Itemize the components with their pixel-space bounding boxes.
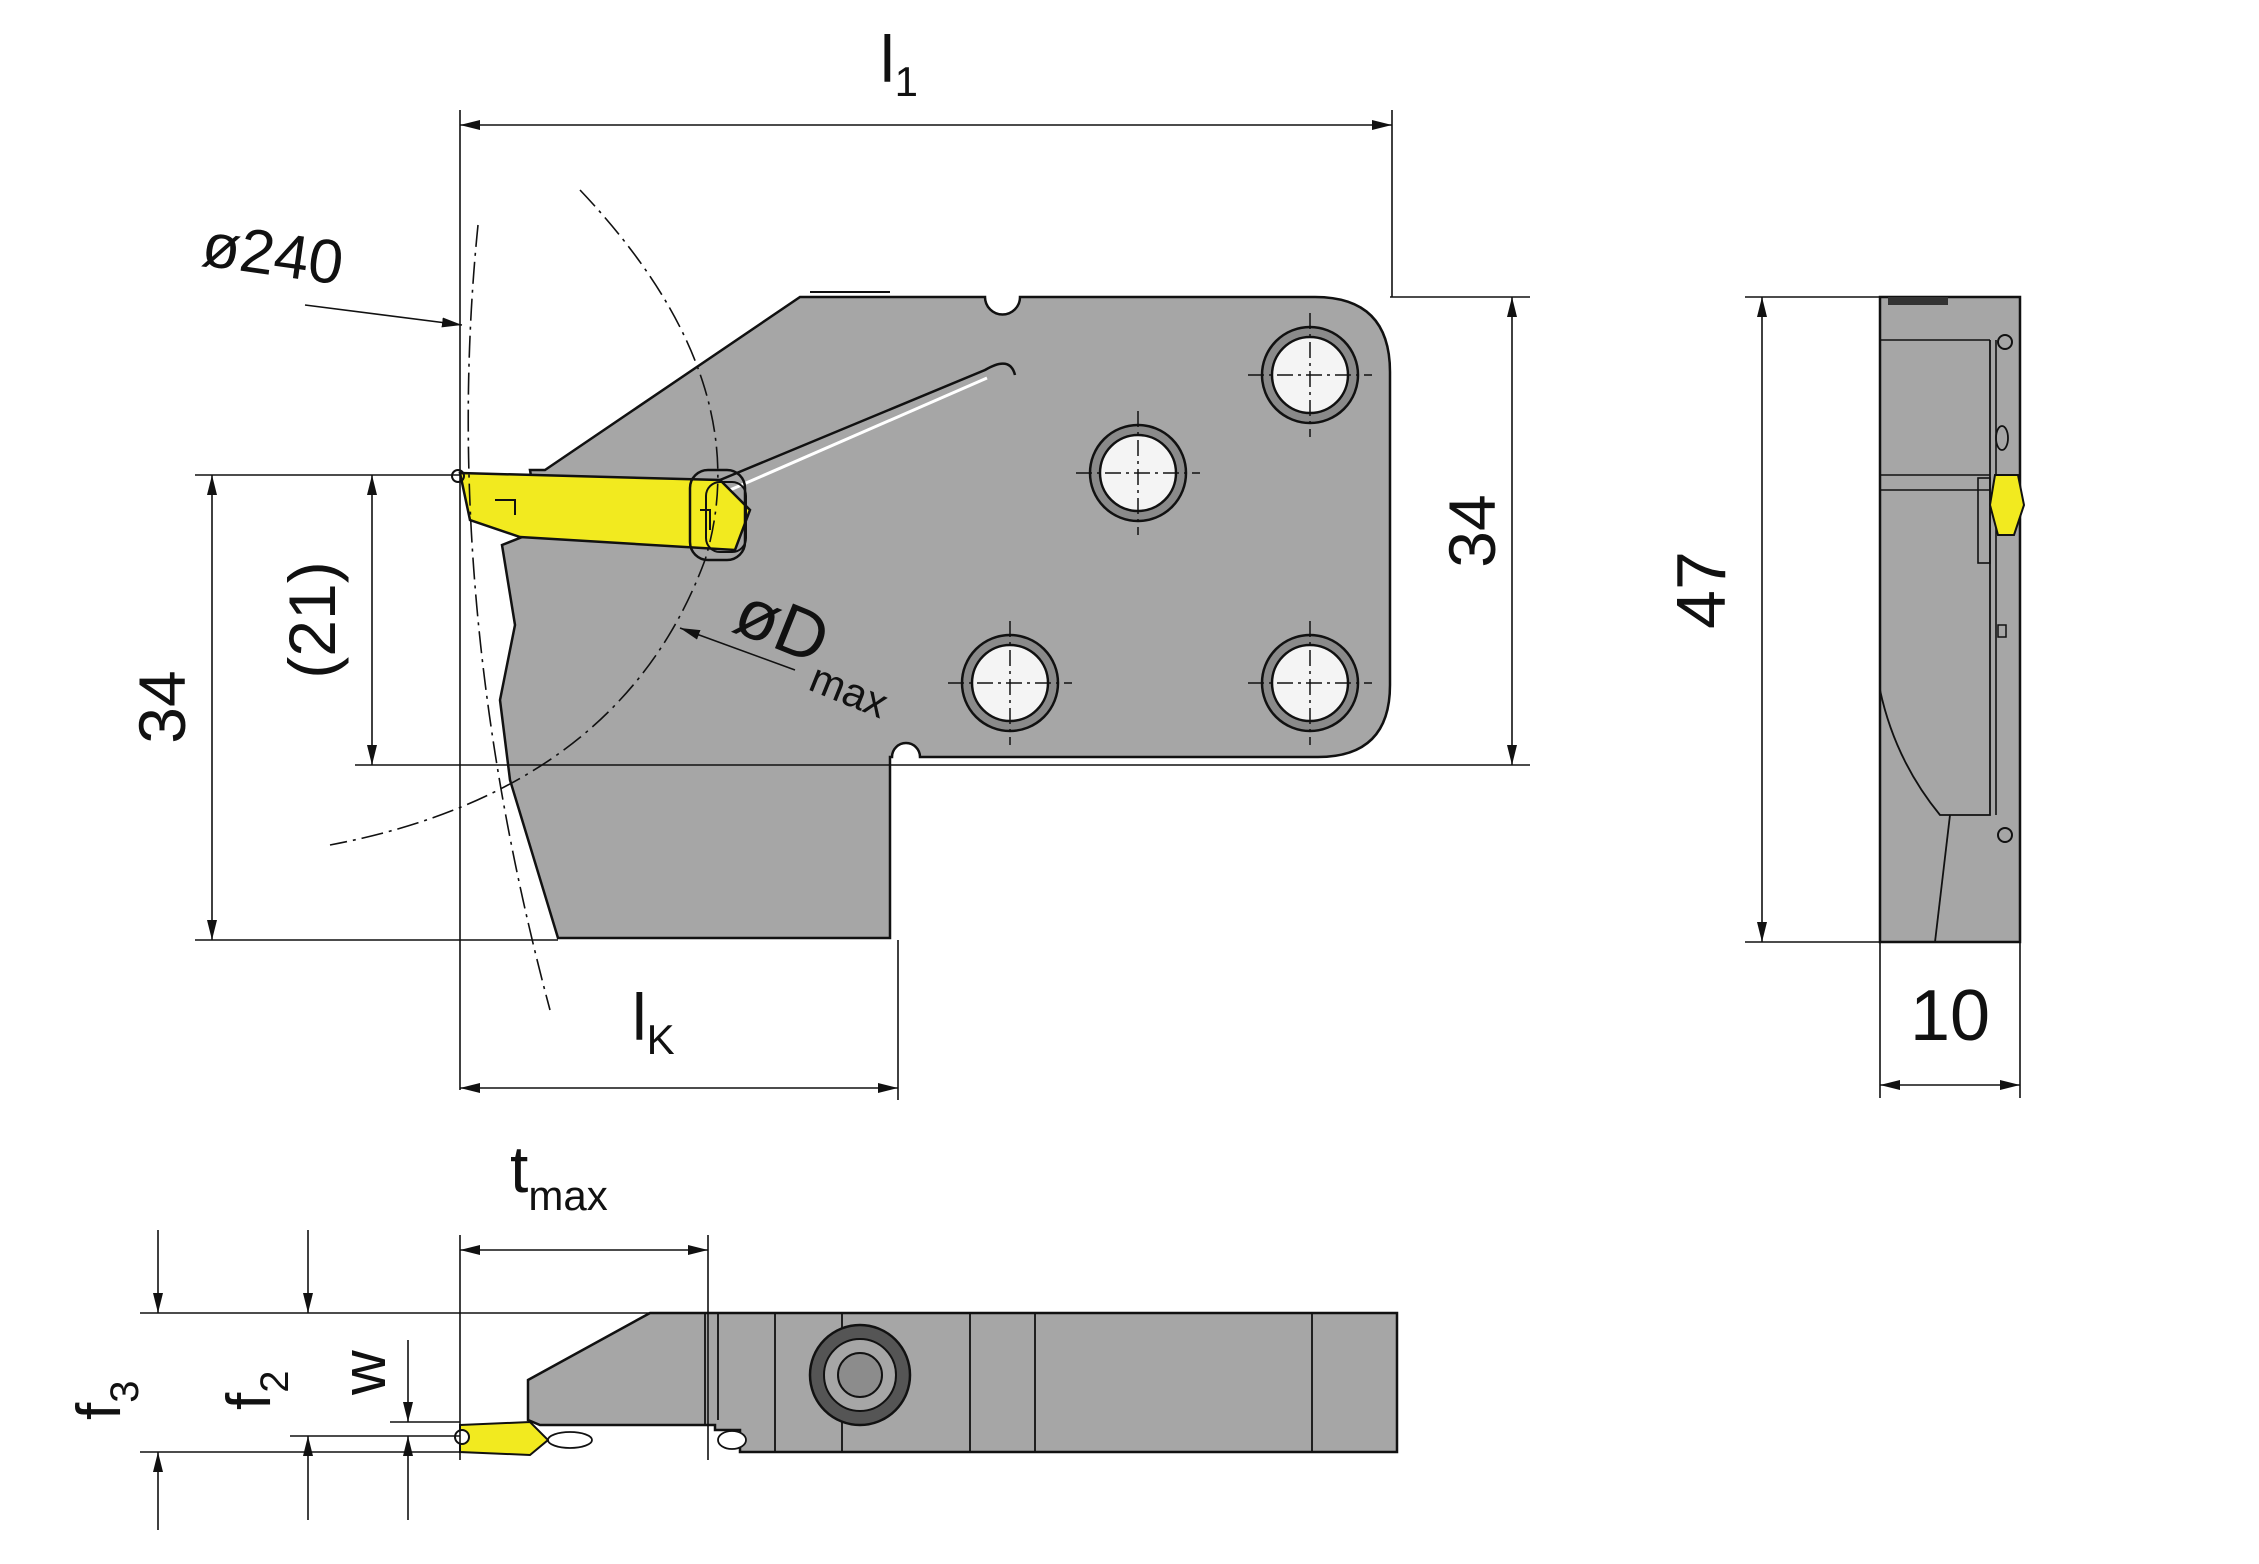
diameter-240-label: ø240 (198, 211, 348, 299)
height-21-label: (21) (275, 561, 349, 678)
screw-hole-3 (948, 621, 1072, 745)
screw-holes (948, 313, 1372, 745)
holder-body (498, 295, 1392, 940)
screw-hole-2 (1076, 411, 1200, 535)
f2-label: f2 (215, 1371, 297, 1410)
l1-label: l1 (880, 22, 918, 105)
side-body (1878, 295, 2022, 944)
height-34-left-label: 34 (125, 670, 199, 743)
top-view: tmax f3 f2 w (65, 1132, 1399, 1530)
tmax-label: tmax (510, 1132, 608, 1219)
lk-label: lK (632, 980, 675, 1063)
width-10-label: 10 (1910, 976, 1990, 1056)
side-view: 47 10 (1662, 295, 2026, 1098)
height-47-label: 47 (1662, 551, 1740, 629)
screw-hole-4 (1248, 621, 1372, 745)
w-label: w (330, 1350, 399, 1396)
height-34-right-label: 34 (1435, 494, 1509, 567)
front-view: l1 ø240 34 34 (21) øDmax lK (125, 22, 1530, 1100)
f3-label: f3 (65, 1381, 147, 1420)
screw-hole-1 (1248, 313, 1372, 437)
cutting-insert (458, 471, 752, 552)
top-insert (459, 1420, 550, 1457)
top-body (526, 1311, 1399, 1454)
